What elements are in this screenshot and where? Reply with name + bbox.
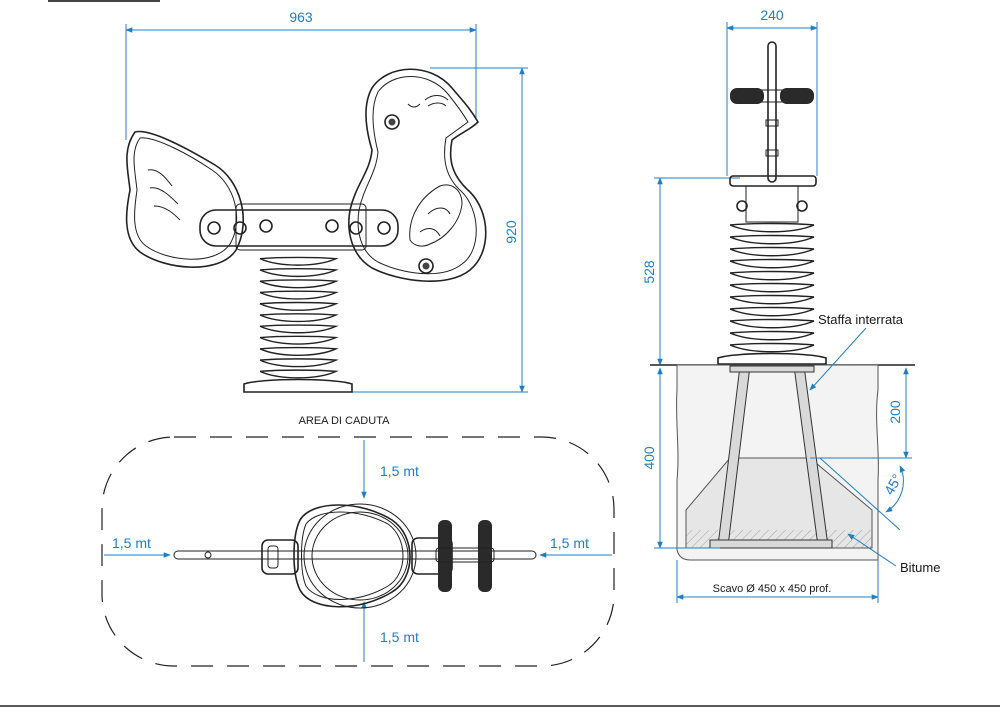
area-title: AREA DI CADUTA <box>299 415 391 427</box>
spring-coil <box>259 279 339 289</box>
spring-coil <box>729 330 815 341</box>
front-spring <box>259 256 339 379</box>
spring-coil <box>259 358 339 368</box>
bitume-leader <box>847 533 897 567</box>
spring-coil <box>259 301 339 311</box>
fall-area-boundary <box>101 436 615 667</box>
top-clearance-label: 1,5 mt <box>380 463 419 479</box>
plan-base-disc <box>303 503 417 609</box>
spring-coil <box>729 222 815 233</box>
front-view: 963 920 <box>125 9 528 393</box>
staffa-label: Staffa interrata <box>818 312 904 327</box>
spring-coil <box>259 290 339 300</box>
spring-coil <box>259 369 339 379</box>
spring-coil <box>729 294 815 305</box>
wing-panel <box>125 130 244 268</box>
side-width-label: 240 <box>760 7 784 23</box>
spring-coil <box>729 306 815 317</box>
spring-coil <box>729 342 815 353</box>
plan-view: AREA DI CADUTA 1,5 mt 1,5 mt 1,5 mt 1,5 … <box>101 415 615 667</box>
angle-line <box>819 457 901 531</box>
side-base-plate <box>717 352 827 365</box>
spring-coil <box>259 324 339 334</box>
front-height-label: 920 <box>503 220 519 244</box>
spring-coil <box>259 313 339 323</box>
spring-coil <box>729 318 815 329</box>
spring-coil <box>259 346 339 356</box>
header-tab <box>48 0 160 2</box>
front-base-plate <box>243 378 353 393</box>
side-view: 240 528 <box>641 7 940 603</box>
plan-handle-left <box>438 520 452 592</box>
right-clearance-label: 1,5 mt <box>550 535 589 551</box>
plan-seat <box>293 504 411 608</box>
spring-coil <box>259 267 339 278</box>
spring-coil <box>729 270 815 281</box>
duck-panel <box>348 68 487 282</box>
front-width-label: 963 <box>289 9 313 25</box>
side-height-label: 528 <box>641 260 657 284</box>
plan-left-bracket <box>261 539 299 575</box>
side-handlebar <box>730 41 814 183</box>
spring-coil <box>259 335 339 345</box>
staffa-leader <box>809 327 867 391</box>
plan-handle-right <box>478 520 492 592</box>
seat-bracket <box>199 203 399 251</box>
anchor-bracket <box>709 365 833 549</box>
scavo-label: Scavo Ø 450 x 450 prof. <box>713 583 832 595</box>
spring-coil <box>729 234 815 245</box>
spring-coil <box>259 256 339 266</box>
side-bracket <box>745 185 799 223</box>
depth-label: 200 <box>887 400 903 424</box>
spring-coil <box>729 246 815 257</box>
bitume-label: Bitume <box>900 560 940 575</box>
spring-coil <box>729 258 815 269</box>
depth-total-label: 400 <box>641 446 657 470</box>
bottom-clearance-label: 1,5 mt <box>380 629 419 645</box>
side-spring <box>729 222 815 353</box>
plan-center-bar <box>173 550 537 560</box>
side-seat <box>729 175 817 187</box>
spring-coil <box>729 282 815 293</box>
left-clearance-label: 1,5 mt <box>112 535 151 551</box>
angle-arc <box>885 465 906 513</box>
